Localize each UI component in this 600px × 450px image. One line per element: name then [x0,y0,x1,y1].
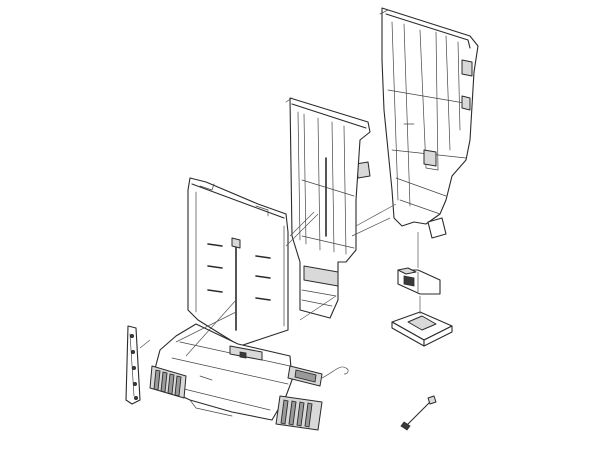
mounting-plate-part [391,311,453,347]
circuit-board-part [287,365,349,387]
alignment-leader-lines [139,203,421,357]
cable-part [400,395,437,431]
rear-frame-part [379,7,479,239]
front-panel-part [187,177,289,347]
hinge-block-part [397,267,441,295]
side-bracket-part [125,325,141,405]
base-tray-part [149,323,323,431]
middle-frame-part [285,97,371,319]
